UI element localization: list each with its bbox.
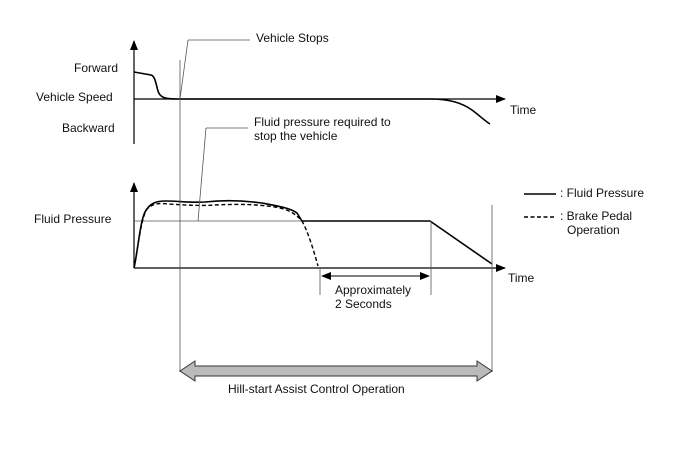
fluid-pressure-curve [133, 199, 493, 269]
required-pressure-label-line2: stop the vehicle [254, 129, 338, 143]
pressure-time-label: Time [508, 271, 535, 285]
forward-label: Forward [74, 61, 118, 75]
brake-pedal-operation-curve [133, 202, 319, 269]
legend: : Fluid Pressure : Brake Pedal Operation [524, 186, 644, 237]
vehicle-stops-callout-line [179, 39, 189, 100]
vehicle-speed-curve [133, 71, 491, 125]
duration-arrow-right-head [420, 272, 430, 280]
legend-fluid-pressure-label: : Fluid Pressure [560, 186, 644, 200]
required-pressure-label-line1: Fluid pressure required to [254, 115, 391, 129]
operation-double-arrow [179, 360, 493, 382]
required-pressure-callout-line [197, 127, 207, 222]
legend-brake-pedal-label-line2: Operation [567, 223, 620, 237]
duration-label-line2: 2 Seconds [335, 297, 392, 311]
fluid-pressure-axis-label: Fluid Pressure [34, 212, 112, 226]
vehicle-speed-label: Vehicle Speed [36, 90, 113, 104]
vehicle-speed-graph: Forward Vehicle Speed Backward Time Vehi… [36, 31, 537, 144]
legend-brake-pedal-label-line1: : Brake Pedal [560, 209, 632, 223]
duration-label-line1: Approximately [335, 283, 411, 297]
duration-arrow-left-head [321, 272, 331, 280]
operation-label: Hill-start Assist Control Operation [228, 382, 405, 396]
vehicle-stops-label: Vehicle Stops [256, 31, 329, 45]
backward-label: Backward [62, 121, 115, 135]
speed-time-label: Time [510, 103, 537, 117]
fluid-pressure-graph: Fluid Pressure Time Fluid pressure requi… [34, 115, 535, 311]
hill-start-assist-operation-arrow: Hill-start Assist Control Operation [179, 360, 493, 396]
